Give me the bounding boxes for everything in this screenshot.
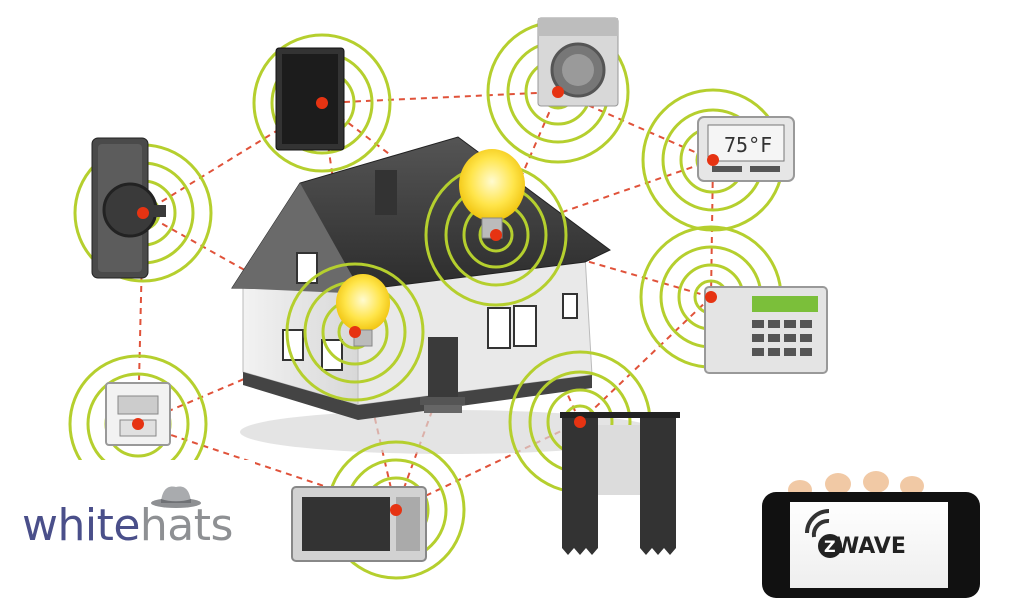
logo-backdrop	[0, 460, 255, 600]
whitehats-logo: whitehats	[22, 504, 233, 548]
zwave-label: WAVE	[835, 534, 906, 559]
smoke-detector-icon	[105, 382, 171, 446]
tv-icon	[275, 47, 345, 151]
microwave-icon	[291, 486, 427, 562]
hat-icon	[151, 486, 201, 508]
house	[231, 136, 660, 454]
door-lock-icon	[91, 137, 166, 279]
keypad-icon	[704, 286, 828, 374]
zwave-logo-icon	[805, 509, 830, 538]
washing-machine-icon	[537, 17, 619, 107]
phone-icon: Z	[762, 471, 980, 598]
logo-word-white: white	[22, 500, 140, 551]
thermostat-reading: 75°F	[724, 133, 773, 157]
logo-word-hats: hats	[139, 500, 234, 551]
thermostat-icon	[697, 116, 795, 182]
node-dots	[132, 86, 719, 516]
zwave-badge-letter: Z	[824, 537, 836, 556]
curtain-icon	[560, 412, 680, 555]
